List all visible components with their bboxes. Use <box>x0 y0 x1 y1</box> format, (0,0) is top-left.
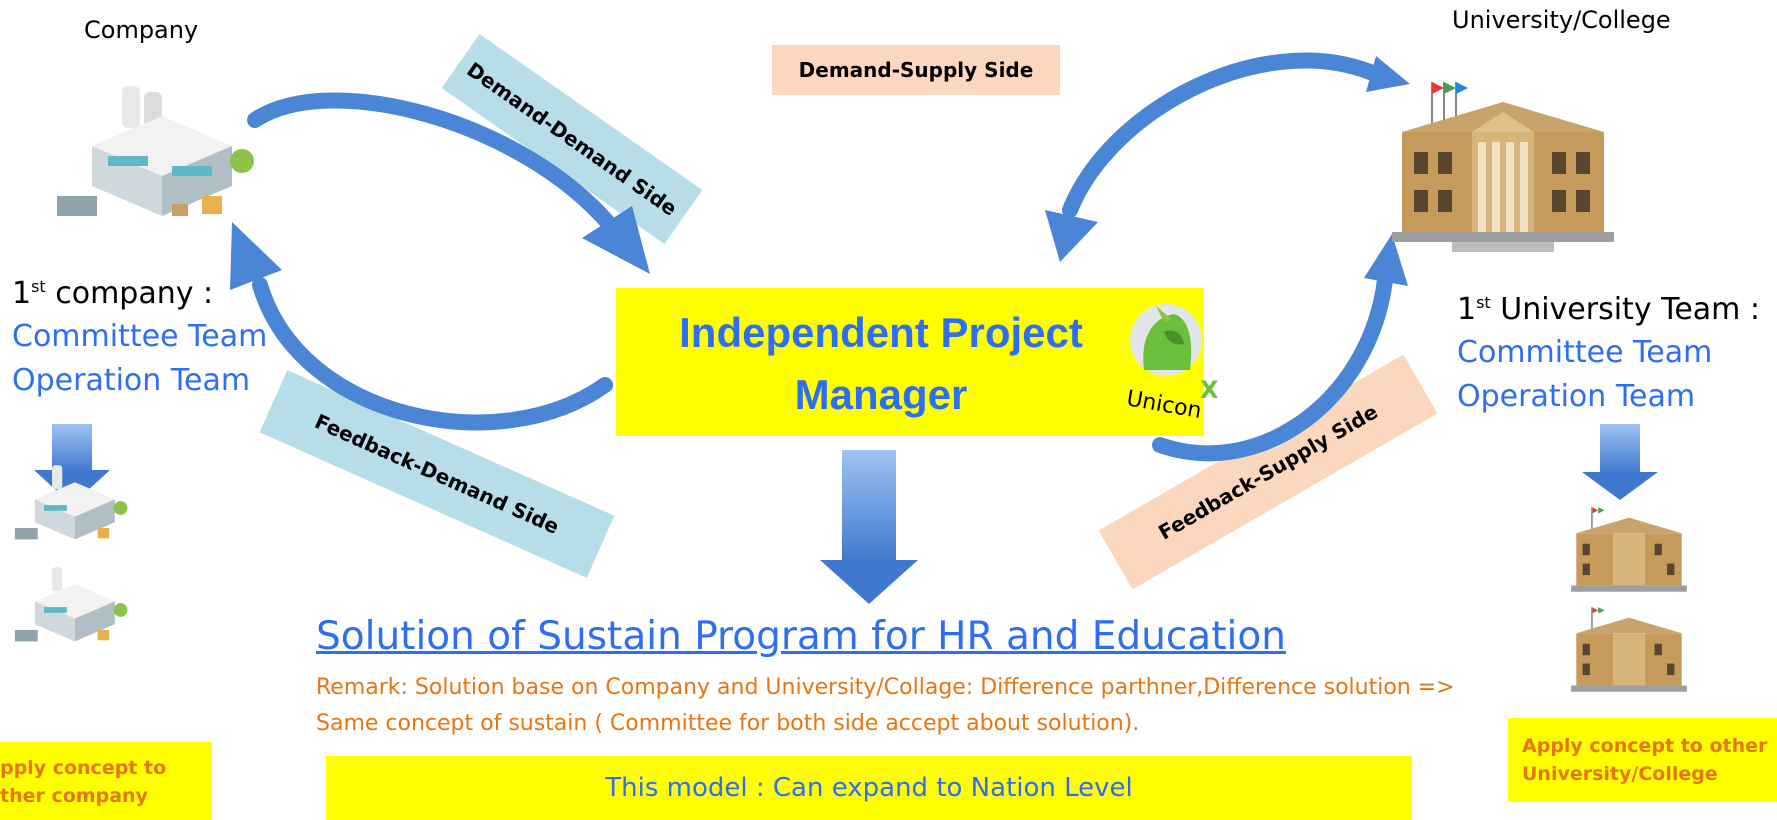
university-label: University/College <box>1452 6 1671 34</box>
svg-text:X: X <box>1200 376 1219 404</box>
university-building-icon <box>1392 82 1614 252</box>
left-operation-team: Operation Team <box>12 363 251 398</box>
down-arrow-right <box>1582 424 1658 500</box>
expand-box: This model : Can expand to Nation Level <box>326 756 1412 820</box>
feedback-supply-arrow <box>1152 234 1408 462</box>
down-arrow-center <box>820 450 918 604</box>
right-operation-team: Operation Team <box>1457 379 1696 414</box>
left-team: 1st company : Committee Team Operation T… <box>12 266 267 403</box>
project-manager-box: Independent Project Manager Unicon X <box>616 288 1219 436</box>
demand-supply-arrow <box>1045 52 1410 262</box>
svg-text:Unicon: Unicon <box>1125 386 1204 424</box>
remark-text: Remark: Solution base on Company and Uni… <box>316 675 1455 736</box>
factory-icon <box>14 465 128 540</box>
project-manager-title: Independent Project Manager <box>679 309 1083 418</box>
expand-text: This model : Can expand to Nation Level <box>605 773 1133 803</box>
demand-demand-arrow <box>247 92 650 274</box>
demand-supply-box: Demand-Supply Side <box>772 45 1060 95</box>
left-apply-box: pply concept to ther company <box>0 742 212 820</box>
feedback-demand-arrow <box>230 222 613 431</box>
factory-icon <box>57 86 254 216</box>
left-team-title: 1st company : <box>12 276 214 311</box>
demand-supply-label: Demand-Supply Side <box>798 58 1034 82</box>
left-apply-text: pply concept to ther company <box>0 757 167 807</box>
right-committee-team: Committee Team <box>1457 335 1713 370</box>
factory-icon <box>14 567 128 642</box>
right-team: 1st University Team : Committee Team Ope… <box>1457 282 1760 419</box>
university-building-icon <box>1571 607 1687 692</box>
solution-title: Solution of Sustain Program for HR and E… <box>316 614 1286 659</box>
right-team-title: 1st University Team : <box>1457 292 1761 327</box>
right-apply-text: Apply concept to other University/Colleg… <box>1522 735 1768 785</box>
right-apply-box: Apply concept to other University/Colleg… <box>1508 718 1777 802</box>
university-building-icon <box>1571 507 1687 592</box>
unicorn-logo-icon: Unicon X <box>1125 304 1219 424</box>
left-committee-team: Committee Team <box>12 319 268 354</box>
company-label: Company <box>84 16 199 44</box>
